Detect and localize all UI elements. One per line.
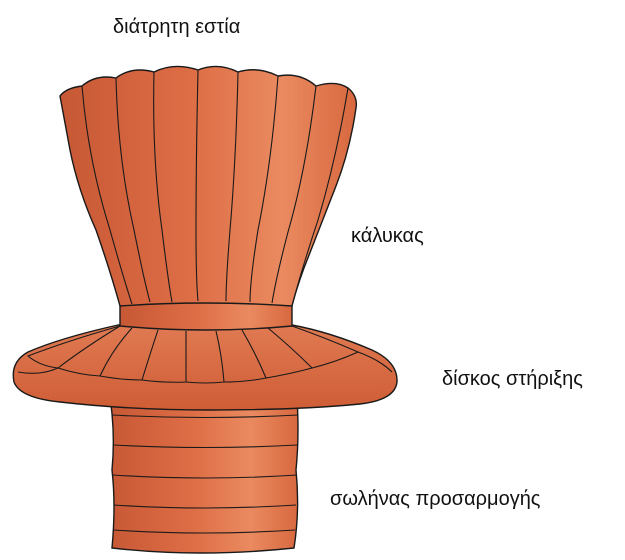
- label-calyx: κάλυκας: [351, 226, 424, 246]
- calyx: [60, 66, 356, 306]
- label-adapter-tube: σωλήνας προσαρμογής: [330, 489, 540, 509]
- label-perforated-head: διάτρητη εστία: [113, 17, 240, 37]
- support-disk: [13, 325, 397, 410]
- label-support-disk: δίσκος στήριξης: [442, 369, 583, 389]
- collar-band: [120, 303, 292, 331]
